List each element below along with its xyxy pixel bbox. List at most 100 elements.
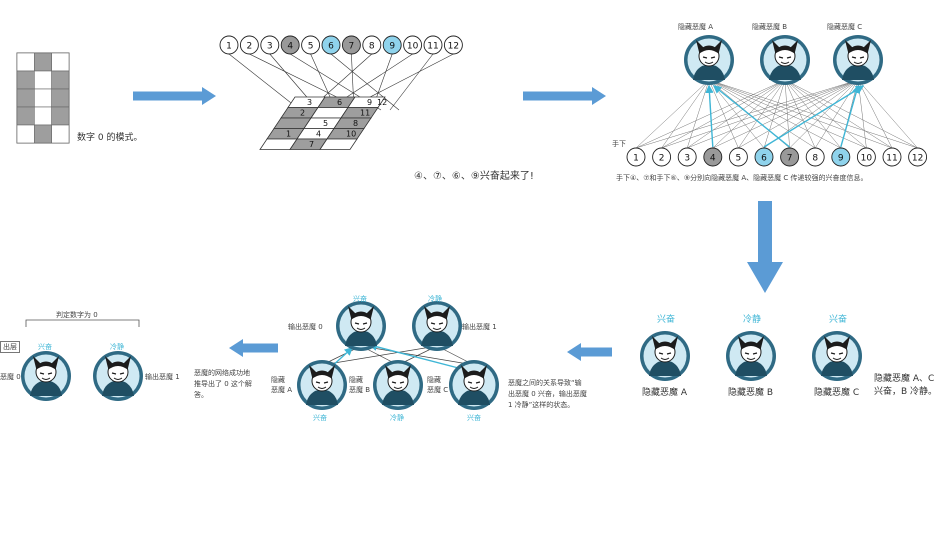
- demon-icon: [92, 350, 144, 402]
- sensor-cell-number: 12: [377, 98, 387, 107]
- strong-signal-arrow: [763, 85, 865, 148]
- right-arrow-icon: [133, 87, 216, 105]
- connection-line: [857, 79, 918, 149]
- hidden-b-label: 隐藏恶魔 B: [752, 23, 788, 31]
- pattern-cell: [34, 70, 52, 90]
- subordinate-node-label: 2: [659, 154, 665, 164]
- sensor-node-label: 9: [389, 42, 395, 52]
- sensor-cell-number: 9: [367, 98, 372, 107]
- final-output-stage: [20, 319, 144, 402]
- sensor-node-label: 8: [369, 42, 375, 52]
- subordinate-node: [780, 147, 800, 167]
- subordinate-node: [856, 147, 876, 167]
- pattern-cell: [34, 52, 52, 72]
- pattern-cell: [51, 52, 70, 72]
- connection-line: [661, 79, 859, 149]
- connection-line: [389, 53, 434, 111]
- sensor-cell-number: 3: [307, 98, 312, 107]
- sensor-cell-number: 4: [316, 130, 321, 139]
- step4-state-c: 兴奋: [829, 315, 848, 325]
- subordinate-node: [677, 147, 697, 167]
- subordinate-node: [754, 147, 774, 167]
- subordinate-node-label: 3: [684, 154, 690, 164]
- output-relation-stage: [296, 300, 500, 411]
- subordinate-node: [626, 147, 646, 167]
- strong-signal-arrow: [712, 85, 791, 148]
- subordinate-node-label: 12: [912, 154, 923, 164]
- sensor-node-label: 5: [308, 42, 314, 52]
- demon-icon: [296, 359, 348, 411]
- step5-output0-state: 兴奋: [353, 295, 367, 303]
- pattern-cell: [51, 124, 70, 144]
- demon-icon: [725, 330, 777, 382]
- subordinate-node: [703, 147, 723, 167]
- connection-line: [708, 79, 816, 149]
- strong-signal-arrow: [705, 84, 714, 148]
- demon-icon: [411, 300, 463, 352]
- step6-output0-label: 恶魔 0: [0, 373, 21, 381]
- sensor-node: [321, 35, 341, 55]
- connection-line: [708, 79, 893, 149]
- step5-hidden-a-label: 隐藏 恶魔 A: [271, 376, 293, 394]
- demon-icon: [639, 330, 691, 382]
- connection-line: [360, 345, 475, 366]
- pattern-cell: [34, 106, 52, 126]
- demon-icon: [335, 300, 387, 352]
- step5-hidden-c-label: 隐藏 恶魔 C: [427, 376, 449, 394]
- connection-line: [784, 79, 867, 149]
- subordinate-node-label: 8: [812, 154, 818, 164]
- pattern-cell: [51, 70, 70, 90]
- subordinate-node: [652, 147, 672, 167]
- pattern-cell: [16, 88, 35, 108]
- sensor-cell-number: 7: [309, 140, 314, 149]
- sensor-cell-number: 10: [346, 130, 356, 139]
- subordinate-node: [805, 147, 825, 167]
- right-arrow-icon: [523, 87, 606, 105]
- pattern-cell: [16, 52, 35, 72]
- connection-line: [712, 79, 859, 149]
- subordinate-node-label: 1: [633, 154, 639, 164]
- connection-line: [738, 79, 859, 149]
- pattern-cell: [16, 106, 35, 126]
- sensor-node: [280, 35, 300, 55]
- sensor-node: [260, 35, 280, 55]
- subordinate-node: [908, 147, 928, 167]
- demon-icon: [683, 34, 735, 86]
- pattern-cell: [16, 124, 35, 144]
- pattern-cell: [51, 106, 70, 126]
- subordinates-label: 手下: [612, 140, 626, 148]
- flow-arrows: [133, 87, 783, 361]
- step6-layer-tag: 出层: [0, 341, 20, 353]
- demon-icon: [759, 34, 811, 86]
- connection-line: [687, 79, 786, 149]
- sensor-node-label: 4: [287, 42, 293, 52]
- step5-hidden-a-state: 兴奋: [313, 414, 327, 422]
- sensor-node: [341, 35, 361, 55]
- sensor-node: [362, 35, 382, 55]
- step6-caption: 恶魔的网络成功地推导出了 0 这个解答。: [194, 369, 252, 399]
- connection-line: [789, 79, 859, 149]
- sensor-node-label: 2: [247, 42, 253, 52]
- connection-line: [814, 79, 859, 149]
- connection-line: [708, 79, 867, 149]
- sensor-node: [423, 35, 443, 55]
- demon-icon: [20, 350, 72, 402]
- sensor-node: [443, 35, 463, 55]
- subordinate-node-label: 11: [886, 154, 897, 164]
- step5-hidden-b-state: 冷静: [390, 414, 404, 422]
- subordinate-node-label: 5: [736, 154, 742, 164]
- sensor-cell-number: 5: [323, 119, 328, 128]
- subordinate-node: [882, 147, 902, 167]
- step5-hidden-b-label: 隐藏 恶魔 B: [349, 376, 371, 394]
- sensor-node-label: 3: [267, 42, 273, 52]
- step6-output1-label: 输出恶魔 1: [145, 373, 180, 381]
- step4-name-b: 隐藏恶魔 B: [728, 388, 774, 398]
- connection-line: [687, 79, 859, 149]
- sensor-cell-number: 11: [360, 109, 370, 118]
- step4-state-a: 兴奋: [657, 315, 676, 325]
- subordinate-node: [831, 147, 851, 167]
- digit-zero-pattern: [16, 52, 70, 144]
- down-arrow-icon: [747, 201, 783, 293]
